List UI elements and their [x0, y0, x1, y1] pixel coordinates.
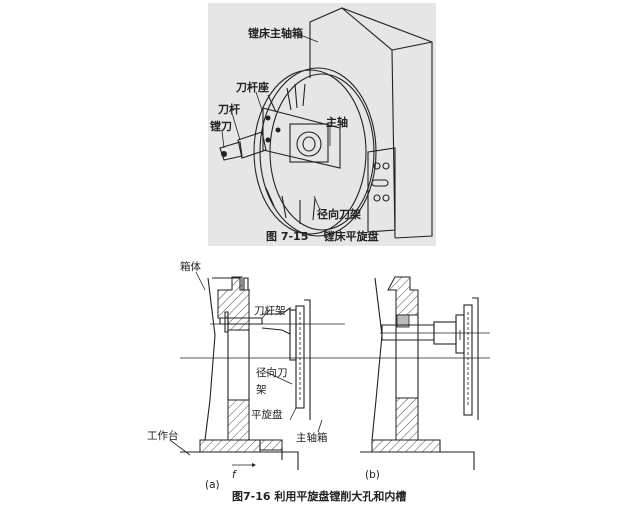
label-boring-tool: 镗刀 [210, 119, 232, 133]
label-spindle: 主轴 [326, 115, 348, 129]
spindle-box-drawing [309, 7, 433, 239]
label-tool-bar-holder: 刀杆架 [254, 304, 286, 317]
label-tool-bar: 刀杆 [218, 102, 240, 116]
caption-7-15: 图 7-15 镗床平旋盘 [266, 229, 379, 243]
diagram-a [169, 271, 490, 470]
label-radial-tool-holder: 径向刀架 [317, 207, 361, 221]
label-sub-b: (b) [365, 469, 380, 481]
label-facing-head: 平旋盘 [251, 408, 283, 421]
figure-7-15: 镗床主轴箱 刀杆座 刀杆 镗刀 主轴 径向刀架 图 7-15 镗床平旋盘 [208, 3, 436, 246]
label-spindle-box: 镗床主轴箱 [248, 26, 303, 40]
figure-7-16: 箱体 刀杆架 径向刀 架 平旋盘 主轴箱 工作台 f (a) (b) 图7-16… [147, 260, 490, 503]
label-tool-bar-seat: 刀杆座 [236, 80, 269, 94]
facing-head-drawing [219, 67, 377, 237]
label-radial-tool-holder-2: 架 [256, 384, 267, 396]
label-feed: f [232, 469, 238, 481]
label-spindle-box-b: 主轴箱 [296, 431, 328, 444]
label-worktable: 工作台 [147, 429, 179, 442]
label-sub-a: (a) [205, 479, 220, 491]
diagram-b [360, 276, 490, 470]
label-box-body: 箱体 [180, 260, 201, 273]
label-radial-tool-holder-1: 径向刀 [256, 366, 288, 379]
leader-lines [221, 33, 331, 211]
caption-7-16: 图7-16 利用平旋盘镗削大孔和内槽 [232, 489, 406, 503]
